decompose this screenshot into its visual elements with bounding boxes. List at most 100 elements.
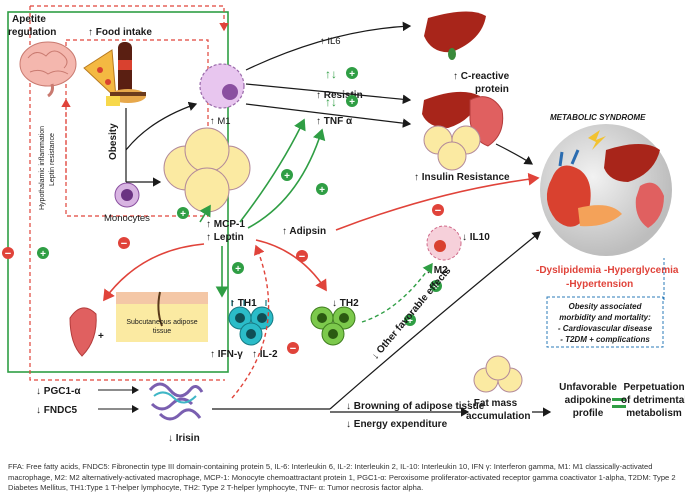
- th1-label: ↑ TH1: [230, 298, 257, 309]
- dyslipidemia-label: -Dyslipidemia: [536, 265, 601, 276]
- browning-label: ↓ Browning of adipose tissue: [346, 401, 485, 412]
- th2-label: ↓ TH2: [332, 298, 359, 309]
- arrow-leptin-up: [199, 204, 211, 223]
- red-dashed-left: [29, 6, 225, 381]
- arrow-adipsin: [335, 172, 540, 231]
- perpetuation-label-3: metabolism: [626, 408, 682, 419]
- crp-label-2: protein: [475, 84, 509, 95]
- m1-macrophage-icon: [199, 63, 245, 109]
- plus-th1-badge: +: [232, 262, 244, 275]
- energy-label: ↓ Energy expenditure: [346, 419, 448, 430]
- fat-cells-insulin-icon: [423, 125, 481, 171]
- perpetuation-label-2: of detrimental: [621, 395, 685, 406]
- hyperglycemia-label: -Hyperglycemia: [604, 265, 679, 276]
- fndc5-label: ↓ FNDC5: [36, 405, 78, 416]
- food-icon: [83, 42, 146, 106]
- plus-left-badge: +: [37, 247, 49, 260]
- arrow-tnf: [245, 103, 412, 128]
- arrow-obesity-to-m1: [125, 101, 198, 151]
- insulin-resistance-label: ↑ Insulin Resistance: [414, 172, 510, 183]
- hypertension-label: -Hypertension: [566, 279, 633, 290]
- plus-tnf-badge: +: [346, 95, 358, 108]
- ifn-label: ↑ IFN-γ: [210, 349, 243, 360]
- skin-tissue-icon: [116, 291, 208, 342]
- obesity-box-line-2: morbidity and mortality:: [559, 313, 651, 322]
- plus-th2-m2-badge: +: [404, 314, 416, 327]
- tnf-updown: ↑↓: [325, 95, 337, 109]
- arrow-other-effects: [329, 231, 541, 410]
- fat-mass-label-1: ↑ Fat mass: [466, 398, 518, 409]
- svg-text:−: −: [299, 251, 305, 263]
- arrow-leptin-to-skin: [103, 243, 205, 302]
- pancreas-icon: [578, 205, 622, 227]
- plus-leptin-tnf-badge: +: [281, 169, 293, 182]
- perpetuation-label-1: Perpetuation: [623, 382, 684, 393]
- mcp1-label: ↑ MCP-1: [206, 219, 245, 230]
- appetite-label-2: regulation: [8, 27, 56, 38]
- irisin-label: ↓ Irisin: [168, 433, 200, 444]
- obesity-box-line-3: - Cardiovascular disease: [558, 324, 653, 333]
- svg-text:+: +: [407, 316, 413, 327]
- adipsin-label: ↑ Adipsin: [282, 226, 326, 237]
- abbreviations-footnote: FFA: Free fatty acids, FNDC5: Fibronecti…: [8, 462, 676, 493]
- metabolic-syndrome-title: METABOLIC SYNDROME: [550, 113, 646, 122]
- monocyte-icon: [114, 182, 140, 208]
- unfavorable-label-3: profile: [573, 408, 604, 419]
- svg-text:−: −: [290, 343, 296, 355]
- obesity-label: Obesity: [108, 123, 119, 160]
- minus-th2-badge: −: [296, 250, 308, 263]
- svg-text:+: +: [180, 209, 186, 220]
- resistin-label: ↑ Resistin: [316, 90, 363, 101]
- il2-label: ↑ IL-2: [252, 349, 278, 360]
- arrow-il6: [245, 21, 412, 71]
- arrow-irisin-to-leptin: [231, 244, 270, 399]
- muscle-icon-ms: [635, 182, 664, 228]
- il10-label: ↓ IL10: [462, 232, 490, 243]
- th2-cells-icon: [310, 306, 356, 346]
- svg-text:−: −: [5, 248, 11, 260]
- red-dashed-loop: [30, 5, 229, 32]
- appetite-label-1: Apetite: [12, 14, 46, 25]
- plus-join-label: +: [98, 331, 104, 342]
- lightning-icon: [588, 130, 606, 150]
- leptin-label: ↑ Leptin: [206, 232, 244, 243]
- minus-adipsin-badge: −: [432, 204, 444, 217]
- svg-text:+: +: [433, 282, 439, 293]
- tnf-label: ↑ TNF α: [316, 116, 353, 127]
- subcutaneous-label-1: Subcutaneous adipose: [126, 319, 197, 326]
- m2-label: ↓ M2: [426, 265, 448, 276]
- monocytes-label: Monocytes: [104, 213, 150, 224]
- leptin-resistance-label: Leptin resistance: [49, 133, 56, 186]
- minus-skin-badge: −: [118, 237, 130, 250]
- arrow-resistin: [245, 83, 412, 105]
- m2-macrophage-icon: [426, 225, 462, 261]
- unfavorable-label-2: adipokine: [565, 395, 612, 406]
- fat-mass-icon: [473, 355, 523, 393]
- th1-cells-icon: [228, 300, 274, 346]
- obesity-box-line-1: Obesity associated: [569, 302, 643, 311]
- minus-left-badge: −: [2, 247, 14, 260]
- svg-text:+: +: [319, 185, 325, 196]
- il6-label: ↑ IL6: [320, 36, 341, 47]
- liver-icon-crp: [424, 11, 486, 60]
- fat-mass-label-2: accumulation: [466, 411, 530, 422]
- muscle-small-icon: [69, 307, 97, 357]
- svg-text:−: −: [435, 205, 441, 217]
- equals-sign: [612, 398, 626, 408]
- obesity-box-line-4: - T2DM + complications: [560, 335, 650, 344]
- adipocyte-cluster-icon: [163, 127, 251, 213]
- hypothalamic-label: Hypothalamic inflammation: [39, 126, 46, 210]
- plus-mcp1-badge: +: [177, 207, 189, 220]
- plus-m2-badge: +: [430, 280, 442, 293]
- resistin-updown: ↑↓: [325, 67, 337, 81]
- arrow-leptin-to-tnf: [239, 118, 306, 223]
- arrow-insulin-to-ms: [495, 143, 533, 165]
- brain-icon: [19, 41, 77, 98]
- subcutaneous-label-2: tissue: [153, 328, 171, 335]
- plus-leptin-tnf-badge-2: +: [316, 183, 328, 196]
- m1-label: ↑ M1: [210, 116, 231, 127]
- svg-text:+: +: [284, 171, 290, 182]
- svg-text:+: +: [349, 97, 355, 108]
- arrow-th2-to-m2: [361, 262, 433, 323]
